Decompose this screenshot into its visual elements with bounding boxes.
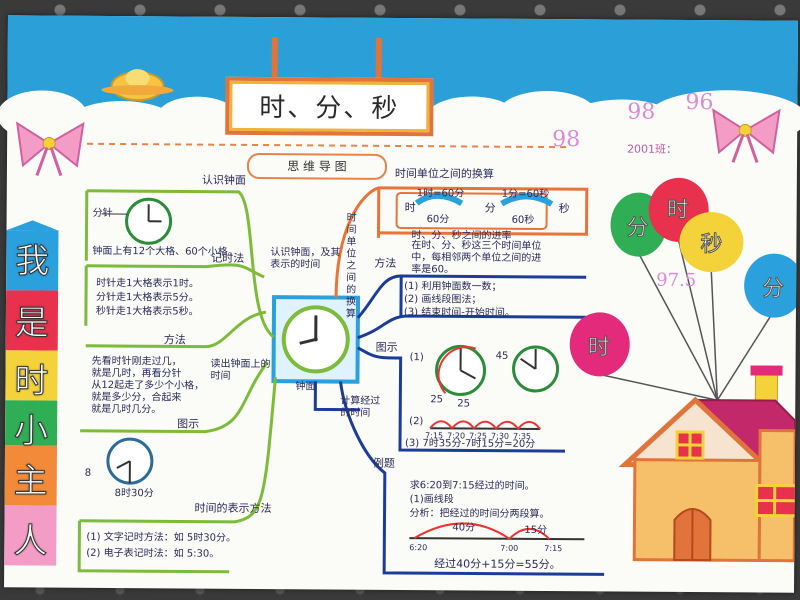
score-2: 98 (627, 99, 656, 125)
method-line: 就是几时，再看分针 (91, 367, 182, 380)
balloon-label: 分 (626, 215, 649, 241)
heading-diagram: 图示 (375, 340, 398, 354)
bow-left-icon (15, 121, 85, 177)
segment-tick: 6:20 (409, 543, 428, 553)
unit-top: 1分=60秒 (501, 188, 550, 201)
example2-note: 分析：把经过的时间分两段算。 (409, 508, 550, 521)
page-title: 时、分、秒 (259, 93, 400, 124)
side-title-char: 主 (13, 461, 48, 502)
handmade-poster: 时、分、秒 思 维 导 图 98 98 96 2001班： 97.5 我 是 时… (0, 15, 800, 593)
balloon-label: 分 (762, 276, 785, 302)
house-illustration (618, 365, 798, 563)
balloon-label: 时 (587, 335, 610, 361)
unit-note: 在时、分、秒这三个时间单位中，每相邻两个单位之间的进率是60。 (411, 240, 542, 276)
heading-example2: 例题 (372, 456, 395, 470)
side-title-char: 我 (15, 241, 50, 282)
method2-item: (2) 画线段图法； (403, 294, 482, 306)
unit-arrow: 60分 (426, 214, 450, 226)
center-bottom: 计算经过的时间 (340, 395, 381, 419)
center-label: 钟面 (295, 381, 316, 393)
class-name: 2001班： (627, 142, 678, 156)
notation-item: (1) 文字记时方法：如 5时30分。 (86, 531, 237, 544)
example2-check: (1)画线段 (409, 494, 454, 506)
heading-method2: 方法 (374, 256, 397, 270)
segment-label: 40分 (452, 522, 476, 534)
side-title-char: 是 (14, 303, 49, 344)
heading-read-time: 记时法 (211, 251, 245, 265)
side-title-char: 时 (14, 361, 49, 402)
unit-mid: 分 (484, 201, 496, 215)
subtitle: 思 维 导 图 (246, 152, 388, 180)
method2-item: (1) 利用钟面数一数； (404, 281, 502, 293)
example2-text: 求6:20到7:15经过的时间。 (409, 480, 535, 492)
example-label: 8时30分 (114, 488, 154, 500)
side-title-char: 人 (13, 521, 48, 562)
unit-arrow: 60秒 (511, 214, 535, 226)
rule-minute: 分针走1大格表示5分。 (96, 291, 199, 304)
diagram-item-3: (3) 7时35分-7时15分=20分 (404, 438, 536, 450)
clock-mark: 45 (495, 350, 509, 362)
side-title-char: 小 (13, 411, 49, 452)
segment-tick: 7:15 (544, 544, 563, 554)
center-note: 认识钟面，及其表示的时间 (270, 247, 341, 271)
diagram-item: (2) (409, 416, 424, 428)
method-line: 先看时针刚走过几， (91, 355, 182, 368)
unit-mid: 时 (404, 201, 416, 215)
rule-second: 秒针走1大格表示5秒。 (95, 305, 199, 318)
example-hour: 8 (84, 467, 92, 479)
balloon-bunch (569, 177, 798, 401)
score-3: 96 (685, 89, 714, 116)
rule-hour: 时针走1大格表示1时。 (96, 277, 199, 290)
heading-notation: 时间的表示方法 (194, 501, 272, 516)
diagram-item: (1) (409, 352, 424, 364)
unit-vertical: 时间单位之间的换算 (345, 212, 357, 320)
segment-tick: 7:00 (500, 543, 519, 553)
segment-label: 15分 (524, 524, 548, 537)
heading-method: 方法 (163, 333, 186, 347)
heading-example: 图示 (177, 417, 200, 431)
answer: 经过40分+15分=55分。 (434, 557, 561, 572)
clock-mark: 25 (457, 398, 471, 410)
method2-item: (3) 结束时间-开始时间。 (403, 307, 515, 319)
title-card: 时、分、秒 (225, 76, 434, 137)
read-time-sub: 读出钟面上的时间 (210, 358, 271, 382)
notation-item: (2) 电子表记时法：如 5:30。 (86, 547, 220, 560)
decoration-layer (4, 37, 798, 576)
balloon-label: 时 (666, 197, 689, 224)
note-minute-hand: 分针 (92, 207, 113, 219)
heading-recognize-face: 认识钟面 (201, 173, 246, 187)
clock-mark: 25 (430, 394, 444, 406)
score-extra: 97.5 (656, 269, 697, 292)
score-1: 98 (552, 127, 581, 153)
heading-unit: 时间单位之间的换算 (394, 166, 494, 181)
method-line: 就是几时几分。 (91, 403, 162, 416)
unit-mid: 秒 (558, 202, 570, 216)
unit-top: 1时=60分 (416, 188, 465, 200)
balloon-label: 秒 (700, 232, 723, 258)
method-line: 从12起走了多少个小格， (91, 379, 205, 392)
bow-right-icon (712, 108, 781, 163)
method-line: 就是多少分，合起来 (91, 391, 182, 404)
